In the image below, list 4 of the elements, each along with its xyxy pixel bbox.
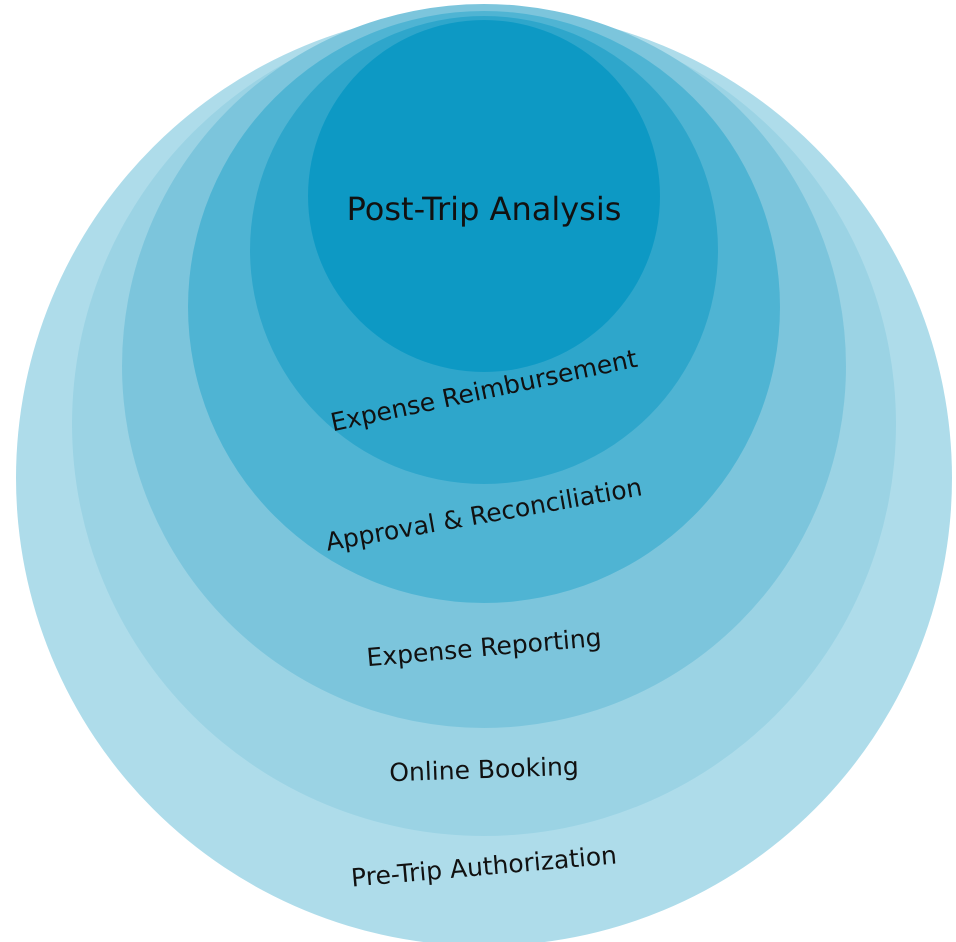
layer-label: Post-Trip Analysis — [346, 190, 622, 228]
layer-label: Online Booking — [388, 752, 580, 788]
layer-label: Pre-Trip Authorization — [350, 840, 618, 894]
layer-label: Expense Reporting — [365, 622, 603, 674]
